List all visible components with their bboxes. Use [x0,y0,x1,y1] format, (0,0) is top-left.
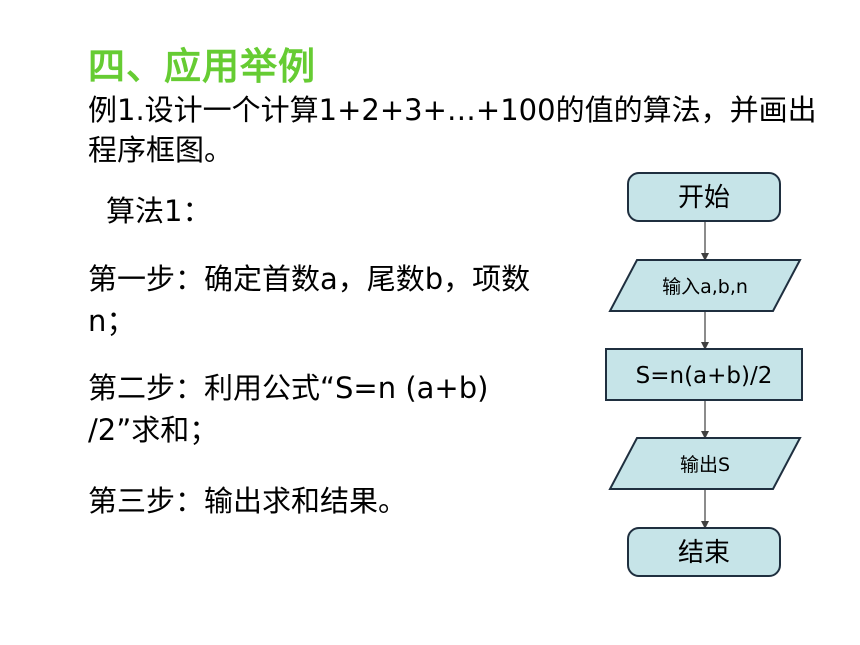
algorithm-step-3: 第三步：输出求和结果。 [88,484,408,518]
section-heading: 四、应用举例 [88,45,316,88]
flowchart-start-node [627,172,781,222]
algorithm-step-1: 第一步：确定首数a，尾数b，项数n； [88,262,531,338]
flowchart-output-label: 输出S [680,454,730,476]
flowchart-end-node [627,527,781,577]
flowchart-process-node [605,348,803,401]
problem-statement: 例1.设计一个计算1+2+3+…+100的值的算法，并画出程序框图。 [88,93,817,167]
flowchart-input-node [608,259,802,312]
flowchart-input-label: 输入a,b,n [662,276,748,298]
algorithm-title: 算法1： [106,194,212,228]
algorithm-step-2: 第二步：利用公式“S=n (a+b) /2”求和； [88,371,489,447]
flowchart-output-node [608,437,802,490]
flowchart-end-label: 结束 [678,538,730,568]
flowchart-start-label: 开始 [678,183,730,213]
flowchart-process-label: S=n(a+b)/2 [636,363,773,389]
